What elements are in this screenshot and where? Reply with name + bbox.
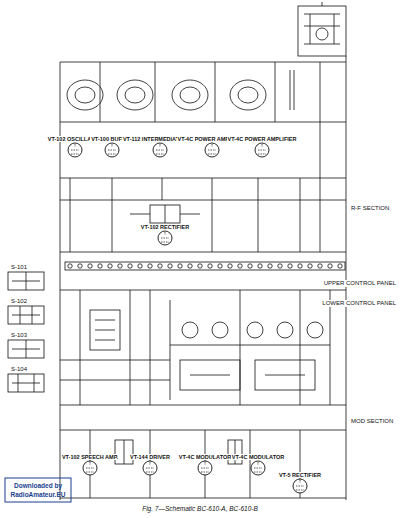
figure-caption: Fig. 7—Schematic BC-610-A, BC-610-B bbox=[142, 505, 258, 512]
tube-label: VT-4C POWER AMPLIFIER bbox=[227, 136, 298, 142]
terminal-post bbox=[108, 264, 112, 268]
tube-symbol bbox=[204, 142, 220, 158]
terminal-post bbox=[258, 264, 262, 268]
terminal-post bbox=[208, 264, 212, 268]
terminal-post bbox=[278, 264, 282, 268]
bus-wires bbox=[60, 56, 346, 500]
vacuum-tube: VT-4C MODULATOR bbox=[178, 454, 232, 476]
terminal-post bbox=[148, 264, 152, 268]
terminal-post bbox=[338, 264, 342, 268]
switch-label: S-102 bbox=[10, 298, 28, 305]
tube-label: VT-5 RECTIFIER bbox=[278, 472, 322, 478]
transformer bbox=[130, 205, 200, 223]
tube-symbol bbox=[152, 142, 168, 158]
terminal-post bbox=[138, 264, 142, 268]
section-label: LOWER CONTROL PANEL bbox=[321, 300, 397, 307]
terminal-post bbox=[308, 264, 312, 268]
watermark: Downloaded by bbox=[13, 482, 63, 489]
terminal-post bbox=[118, 264, 122, 268]
section-label: UPPER CONTROL PANEL bbox=[323, 280, 397, 287]
terminal-post bbox=[128, 264, 132, 268]
terminal-post bbox=[218, 264, 222, 268]
switch-label: S-103 bbox=[10, 332, 28, 339]
terminal-post bbox=[248, 264, 252, 268]
tube-symbol bbox=[82, 460, 98, 476]
vacuum-tube: VT-102 RECTIFIER bbox=[140, 224, 190, 246]
tube-symbol bbox=[67, 142, 83, 158]
terminal-post bbox=[88, 264, 92, 268]
section-label: R-F SECTION bbox=[350, 205, 390, 212]
tube-label: VT-144 DRIVER bbox=[129, 454, 171, 460]
terminal-post bbox=[68, 264, 72, 268]
terminal-post bbox=[328, 264, 332, 268]
antenna-network bbox=[298, 2, 346, 56]
terminal-posts bbox=[68, 264, 342, 268]
vacuum-tube: VT-5 RECTIFIER bbox=[278, 472, 322, 494]
terminal-post bbox=[238, 264, 242, 268]
terminal-post bbox=[288, 264, 292, 268]
tube-label: VT-4C MODULATOR bbox=[231, 454, 285, 460]
terminal-post bbox=[198, 264, 202, 268]
terminal-post bbox=[168, 264, 172, 268]
tube-symbol bbox=[157, 230, 173, 246]
terminal-strip bbox=[65, 262, 345, 270]
terminal-post bbox=[318, 264, 322, 268]
tube-symbol bbox=[254, 142, 270, 158]
watermark: RadioAmateur.EU bbox=[10, 491, 67, 498]
terminal-post bbox=[98, 264, 102, 268]
tube-symbol bbox=[250, 460, 266, 476]
tube-symbol bbox=[292, 478, 308, 494]
terminal-post bbox=[228, 264, 232, 268]
section-label: MOD SECTION bbox=[350, 418, 394, 425]
terminal-post bbox=[178, 264, 182, 268]
switch-label: S-104 bbox=[10, 366, 28, 373]
watermark-box bbox=[5, 478, 71, 502]
tank-coils bbox=[67, 70, 294, 110]
mod-transformers bbox=[115, 440, 242, 464]
terminal-post bbox=[298, 264, 302, 268]
switch-diagrams bbox=[8, 272, 44, 392]
terminal-post bbox=[78, 264, 82, 268]
tube-symbol bbox=[142, 460, 158, 476]
tube-label: VT-4C MODULATOR bbox=[178, 454, 232, 460]
vacuum-tube: VT-144 DRIVER bbox=[129, 454, 171, 476]
tube-symbol bbox=[104, 142, 120, 158]
vacuum-tube: VT-102 SPEECH AMP. bbox=[61, 454, 119, 476]
terminal-post bbox=[158, 264, 162, 268]
tube-label: VT-102 RECTIFIER bbox=[140, 224, 190, 230]
tube-label: VT-102 SPEECH AMP. bbox=[61, 454, 119, 460]
tube-symbol bbox=[197, 460, 213, 476]
vacuum-tube: VT-4C POWER AMPLIFIER bbox=[227, 136, 298, 158]
control-panel-meters bbox=[90, 310, 323, 390]
terminal-post bbox=[268, 264, 272, 268]
terminal-post bbox=[188, 264, 192, 268]
switch-label: S-101 bbox=[10, 264, 28, 271]
